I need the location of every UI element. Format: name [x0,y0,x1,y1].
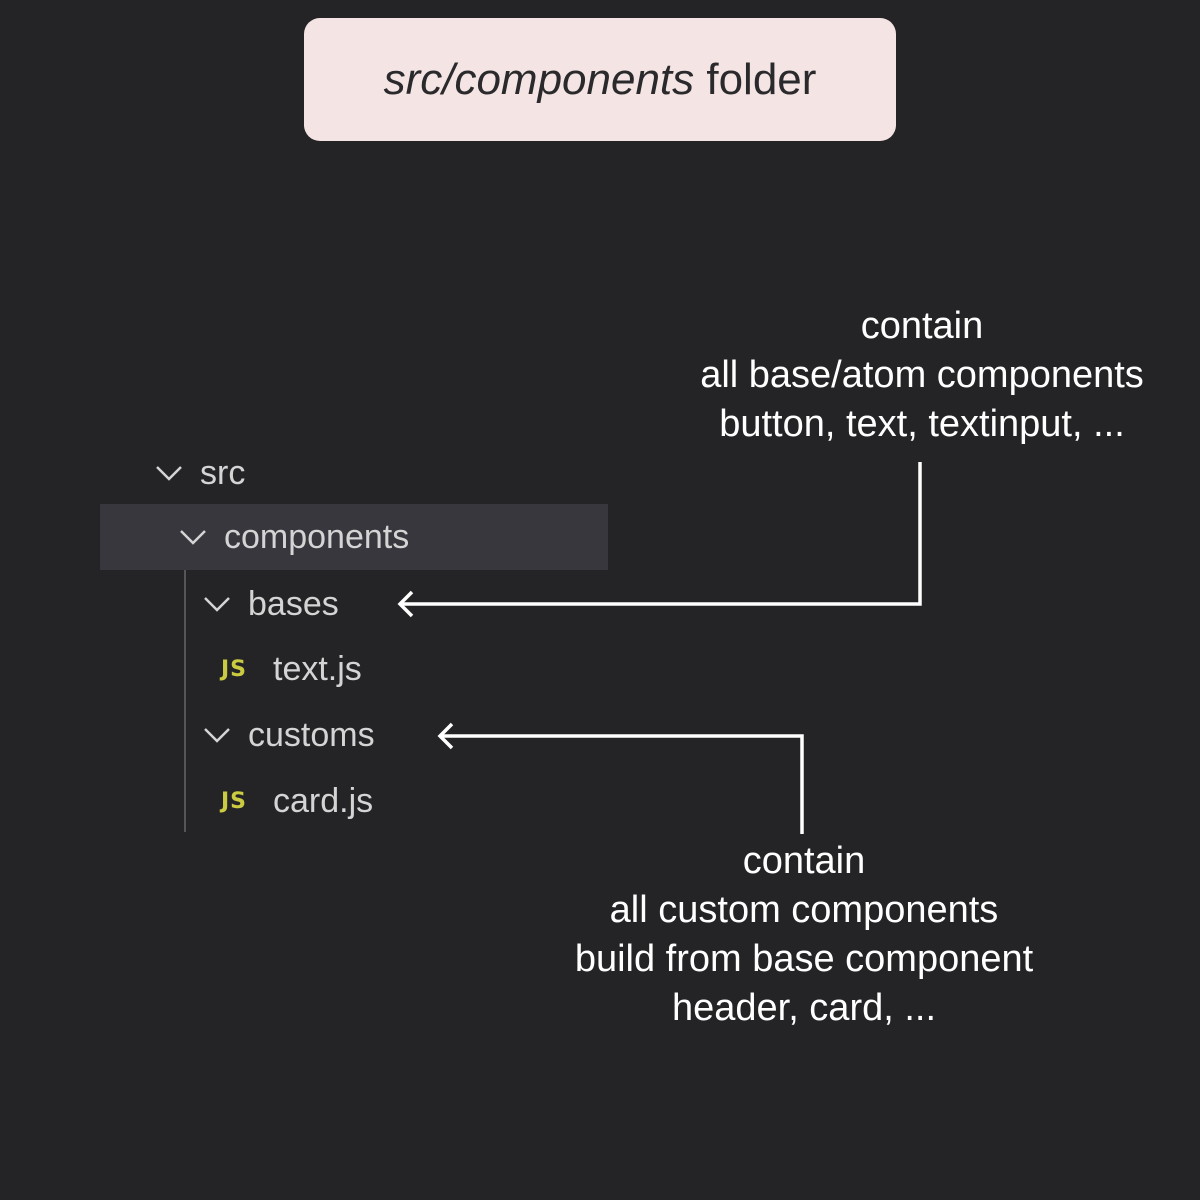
arrow-left-icon [397,462,922,618]
chevron-down-icon [204,728,230,743]
selected-row-highlight [100,504,608,570]
tree-item-label: components [224,518,410,556]
tree-item-label: customs [248,716,375,754]
annotation-line: all custom components [609,889,999,931]
tree-item-text-js[interactable]: JS text.js [221,636,362,702]
chevron-down-icon [180,530,206,545]
tree-item-label: src [200,454,246,492]
tree-indent-guide [184,570,186,832]
annotation-line: all base/atom components [700,354,1144,396]
annotation-line: build from base component [574,938,1034,980]
tree-item-components[interactable]: components [176,504,409,570]
customs-annotation: contain all custom components build from… [530,837,1078,1033]
tree-item-src[interactable]: src [152,440,245,506]
bases-annotation: contain all base/atom components button,… [660,302,1184,449]
tree-item-card-js[interactable]: JS card.js [221,768,373,834]
tree-item-label: text.js [273,650,362,688]
annotation-line: button, text, textinput, ... [719,403,1125,445]
tree-item-label: card.js [273,782,374,820]
chevron-down-icon [204,597,230,612]
js-file-icon: JS [221,788,248,814]
chevron-down-icon [156,466,182,481]
tree-item-bases[interactable]: bases [200,571,339,637]
tree-item-label: bases [248,585,339,623]
annotation-line: contain [742,840,866,882]
annotation-line: contain [860,305,984,347]
title-path: src/components [383,54,695,104]
js-file-icon: JS [221,656,248,682]
arrow-left-icon [437,722,804,834]
annotation-line: header, card, ... [671,987,937,1029]
tree-item-customs[interactable]: customs [200,702,375,768]
page-title: src/components folder [304,18,896,141]
title-suffix: folder [694,54,817,104]
